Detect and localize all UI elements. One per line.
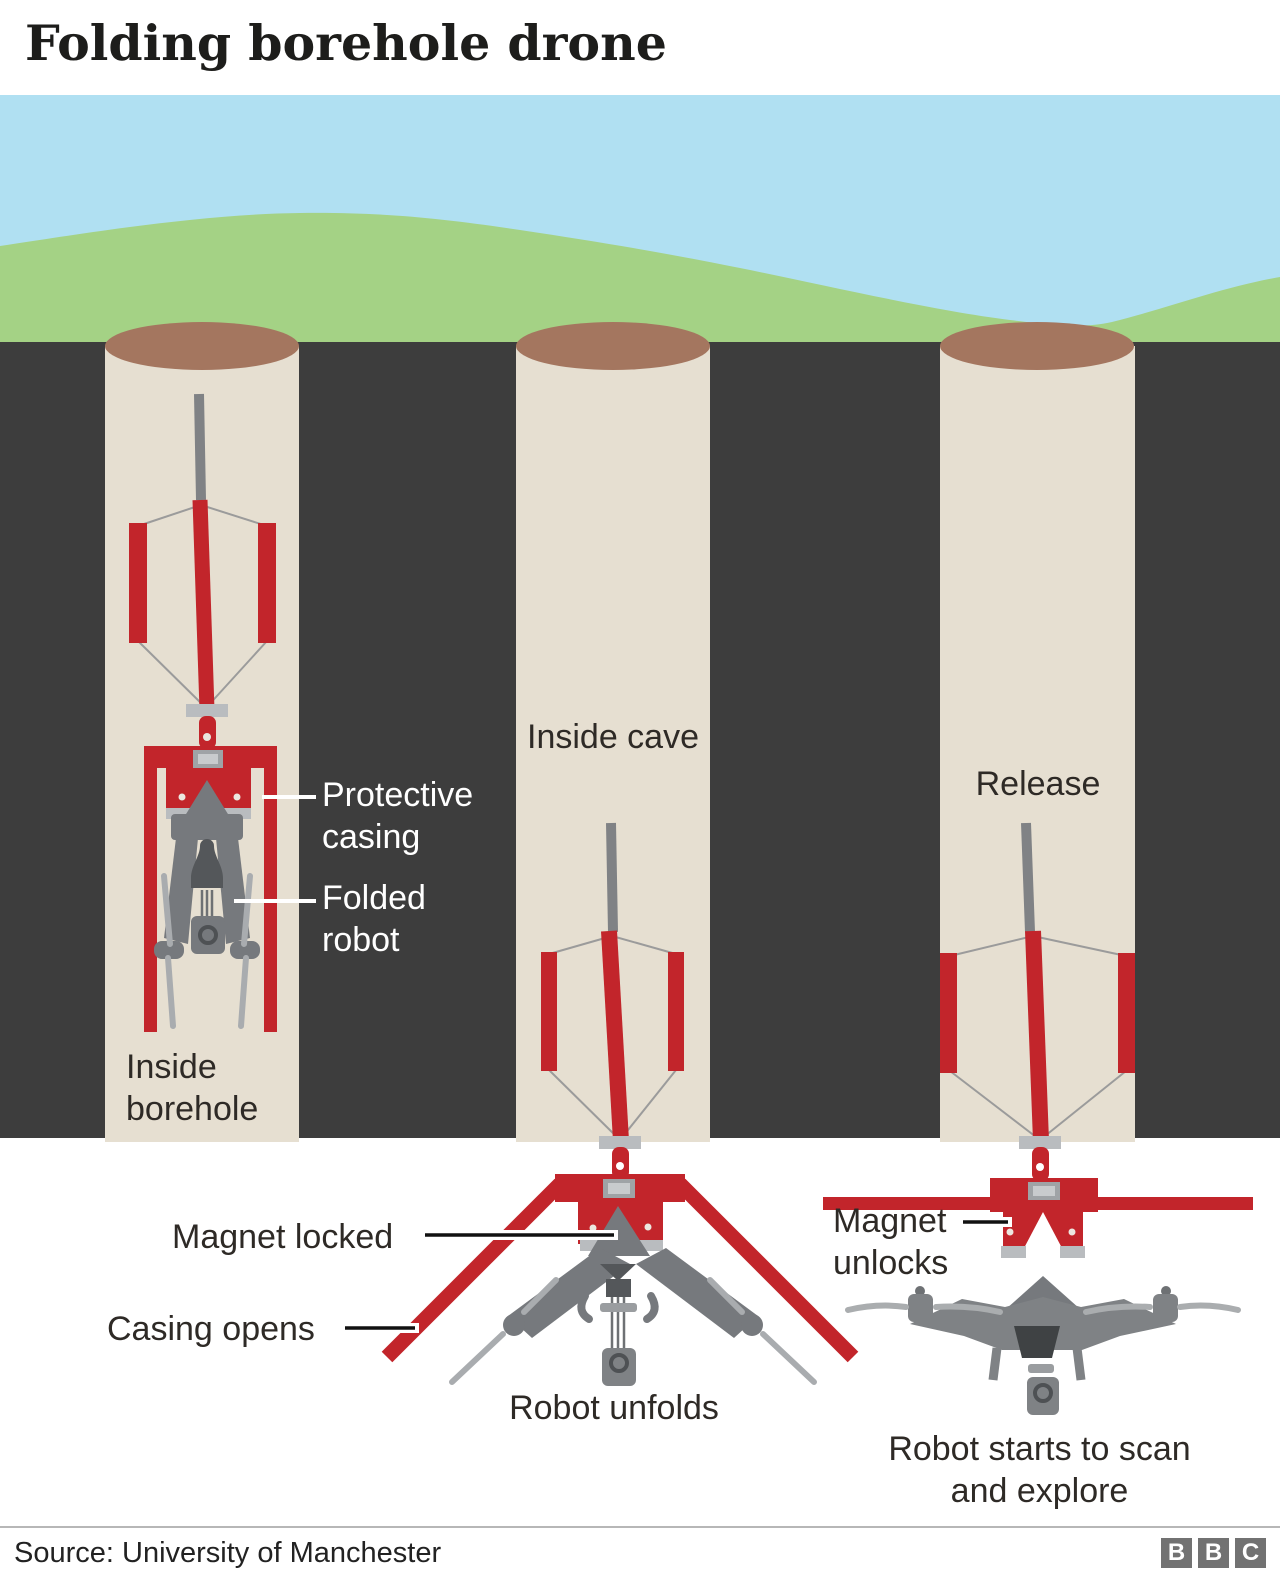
stage-label-inside-borehole: Inside borehole — [126, 1048, 259, 1128]
camera-1 — [191, 916, 225, 954]
source-text: Source: University of Manchester — [14, 1537, 442, 1569]
flying-drone — [845, 1276, 1241, 1415]
page-title: Folding borehole drone — [25, 14, 667, 72]
annotation-protective-casing: Protective casing — [322, 776, 474, 856]
unfolding-propellers — [449, 1277, 817, 1385]
clamp-1 — [186, 704, 228, 717]
deployment-rig-1 — [129, 393, 276, 749]
annotation-robot-scan: Robot starts to scan and explore — [888, 1430, 1191, 1510]
bbc-logo-block-3: C — [1235, 1538, 1266, 1568]
hinge-1 — [199, 716, 216, 749]
borehole-2-opening — [516, 322, 710, 370]
camera-2 — [602, 1348, 636, 1386]
stage-label-inside-cave: Inside cave — [527, 718, 699, 756]
unfolding-robot — [449, 1206, 817, 1386]
clamp-2 — [599, 1136, 641, 1149]
leader-lines — [234, 795, 1012, 1333]
footer-divider — [0, 1526, 1280, 1528]
drone-propellers — [845, 1302, 1241, 1315]
annotation-casing-opens: Casing opens — [107, 1310, 315, 1348]
deployment-rig-3 — [940, 822, 1135, 1181]
deployment-rig-2 — [541, 822, 684, 1179]
stage-label-release: Release — [975, 765, 1101, 803]
clamp-3 — [1019, 1136, 1061, 1149]
borehole-3-opening — [940, 322, 1134, 370]
camera-3 — [1027, 1377, 1059, 1415]
folded-propellers — [161, 873, 253, 1029]
borehole-1-opening — [105, 322, 299, 370]
bbc-logo: B B C — [1161, 1538, 1266, 1568]
casing-released — [823, 1178, 1253, 1258]
bbc-logo-block-1: B — [1161, 1538, 1192, 1568]
folded-robot — [154, 780, 260, 1029]
bbc-logo-block-2: B — [1198, 1538, 1229, 1568]
annotation-magnet-unlocks: Magnet unlocks — [833, 1202, 949, 1282]
annotation-magnet-locked: Magnet locked — [172, 1218, 394, 1256]
grass-hill — [0, 212, 1280, 343]
annotation-folded-robot: Folded robot — [322, 879, 426, 959]
annotation-robot-unfolds: Robot unfolds — [509, 1389, 719, 1427]
